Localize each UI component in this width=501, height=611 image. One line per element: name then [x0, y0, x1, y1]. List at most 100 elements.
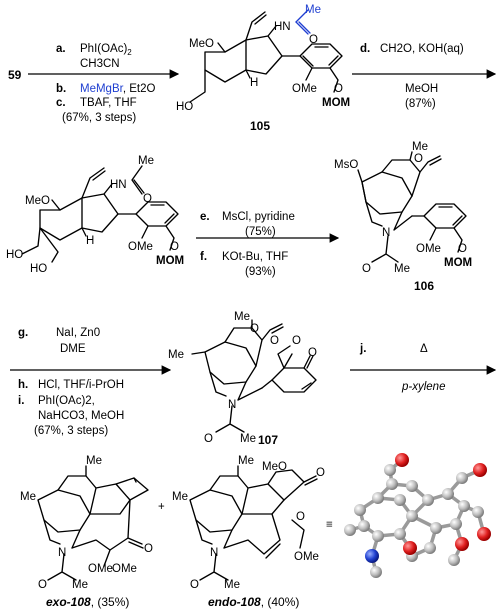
diol-hn: HN	[110, 179, 127, 191]
c107-me2: Me	[168, 349, 184, 361]
step-i-reagent2: NaHCO3, MeOH	[38, 410, 124, 422]
endo-108-structure	[189, 465, 318, 581]
endo-me2: Me	[172, 491, 188, 503]
exo-o: O	[38, 579, 47, 591]
step-e-yield: (75%)	[245, 226, 276, 238]
diol-meo: MeO	[25, 195, 50, 207]
plus-sign: +	[158, 501, 165, 513]
c105-hn: HN	[274, 21, 291, 33]
step-i-reagent: PhI(OAc)2,	[38, 395, 95, 407]
diol-intermediate-structure	[21, 165, 179, 263]
step-j-solvent: p-xylene	[401, 381, 445, 393]
step-b-reagent: MeMgBr, Et2O	[80, 83, 155, 95]
step-a-letter: a.	[56, 43, 66, 55]
step-j-letter: j.	[359, 343, 366, 355]
equivalence-sign: ≡	[326, 519, 333, 531]
c106-o3: O	[458, 243, 467, 255]
step-d-reagent: CH2O, KOH(aq)	[380, 43, 464, 55]
c107-me: Me	[234, 311, 250, 323]
c106-o: O	[414, 153, 423, 165]
step-c-reagent: TBAF, THF	[80, 97, 137, 109]
compound-59-label: 59	[8, 68, 22, 82]
c107-o2: O	[204, 433, 213, 445]
compound-105-label: 105	[250, 119, 270, 133]
step-a-reagent: PhI(OAc)2	[80, 43, 132, 57]
c107-o5: O	[308, 347, 317, 359]
step-c-letter: c.	[56, 97, 66, 109]
step-abc-yield: (67%, 3 steps)	[62, 112, 136, 124]
endo-o2: O	[316, 467, 325, 479]
c107-me3: Me	[240, 433, 256, 445]
endo-o3: O	[296, 511, 305, 523]
diol-mom: MOM	[156, 255, 184, 267]
c105-me: Me	[305, 4, 321, 16]
compound-105-structure	[189, 9, 343, 103]
step-i-yield: (67%, 3 steps)	[34, 425, 108, 437]
exo-108-structure	[37, 465, 149, 581]
exo-me: Me	[86, 455, 102, 467]
exo-ome2: OMe	[112, 563, 137, 575]
step-d-solvent: MeOH	[405, 83, 438, 95]
step-b-letter: b.	[56, 83, 66, 95]
endo-me3: Me	[224, 579, 240, 591]
endo-ome: OMe	[294, 551, 319, 563]
c105-h: H	[250, 77, 258, 89]
step-a-solvent: CH3CN	[80, 58, 120, 70]
exo-ome: OMe	[88, 563, 113, 575]
step-i-letter: i.	[18, 395, 24, 407]
compound-107-label: 107	[258, 433, 278, 447]
step-g-letter: g.	[18, 327, 28, 339]
endo-meo: MeO	[262, 461, 287, 473]
c106-me: Me	[412, 141, 428, 153]
step-e-letter: e.	[200, 211, 210, 223]
c106-mso: MsO	[334, 159, 358, 171]
c105-ho: HO	[176, 101, 193, 113]
endo-108-label: endo-108, (40%)	[208, 595, 299, 609]
step-f-yield: (93%)	[245, 266, 276, 278]
c106-me2: Me	[394, 263, 410, 275]
diol-ho2: HO	[30, 263, 47, 275]
c105-o2: O	[334, 83, 343, 95]
endo-n: N	[210, 547, 218, 559]
c105-ome: OMe	[292, 83, 317, 95]
c105-o: O	[309, 34, 318, 46]
diol-o2: O	[170, 241, 179, 253]
step-h-letter: h.	[18, 379, 28, 391]
step-g-reagent: NaI, Zn0	[56, 327, 100, 339]
compound-106-label: 106	[414, 279, 434, 293]
c107-n: N	[228, 399, 236, 411]
crystal-structure-model	[344, 453, 491, 578]
c106-n: N	[382, 227, 390, 239]
exo-o2: O	[144, 543, 153, 555]
exo-me3: Me	[72, 579, 88, 591]
exo-108-label: exo-108, (35%)	[46, 595, 129, 609]
diol-o: O	[143, 193, 152, 205]
diol-ho1: HO	[6, 249, 23, 261]
c106-o2: O	[362, 263, 371, 275]
step-e-reagent: MsCl, pyridine	[222, 211, 295, 223]
diol-ome: OMe	[128, 241, 153, 253]
step-d-letter: d.	[360, 43, 370, 55]
endo-me: Me	[238, 455, 254, 467]
endo-o: O	[190, 579, 199, 591]
diol-me: Me	[138, 155, 154, 167]
compound-107-structure	[191, 319, 317, 433]
compound-106-structure	[357, 151, 467, 263]
exo-me2: Me	[20, 491, 36, 503]
c107-o: O	[250, 323, 259, 335]
c105-meo: MeO	[189, 38, 214, 50]
diol-h: H	[86, 235, 94, 247]
step-d-yield: (87%)	[405, 98, 436, 110]
step-f-letter: f.	[200, 251, 207, 263]
step-f-reagent: KOt-Bu, THF	[222, 251, 288, 263]
exo-n: N	[58, 547, 66, 559]
c107-o3: O	[270, 335, 279, 347]
c106-mom: MOM	[444, 257, 472, 269]
c107-o4: O	[292, 335, 301, 347]
step-g-solvent: DME	[60, 343, 86, 355]
c106-ome: OMe	[416, 243, 441, 255]
step-h-reagent: HCl, THF/i-PrOH	[38, 379, 124, 391]
step-j-heat: Δ	[420, 343, 428, 355]
c105-mom: MOM	[322, 97, 350, 109]
